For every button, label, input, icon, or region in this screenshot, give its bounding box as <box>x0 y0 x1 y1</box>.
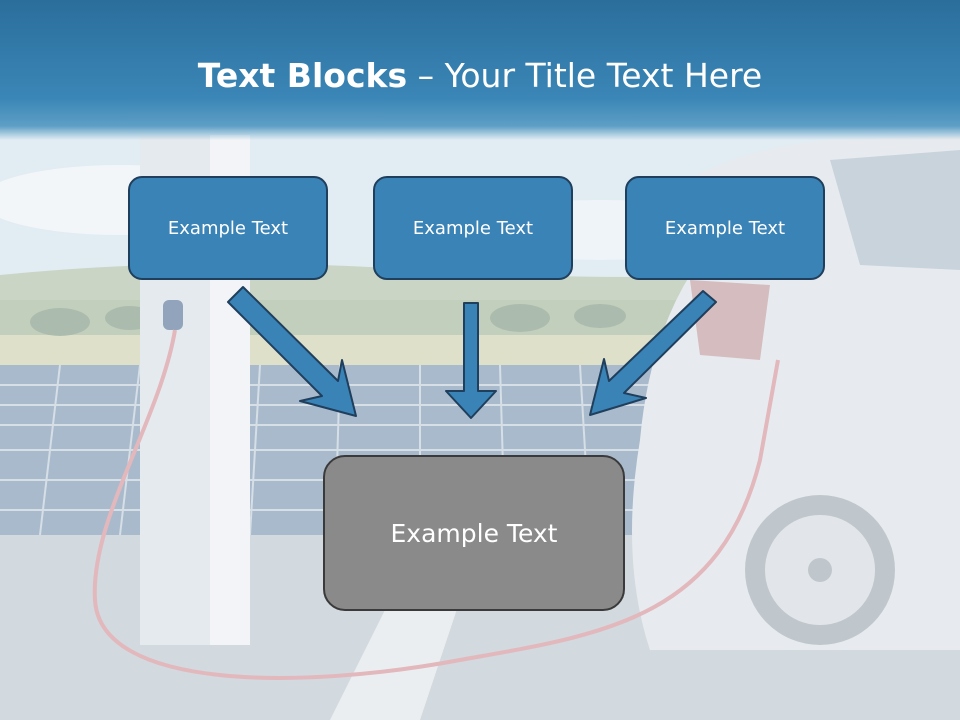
title-band <box>0 0 960 140</box>
text-block-center-label: Example Text <box>412 217 534 239</box>
text-block-center[interactable]: Example Text <box>373 176 573 280</box>
title-rest: Your Title Text Here <box>444 56 763 95</box>
text-block-right-label: Example Text <box>664 217 786 239</box>
text-block-bottom-label: Example Text <box>390 518 558 548</box>
text-block-left[interactable]: Example Text <box>128 176 328 280</box>
text-block-left-label: Example Text <box>167 217 289 239</box>
title-dash: – <box>407 56 445 95</box>
slide-title: Text Blocks – Your Title Text Here <box>0 56 960 96</box>
text-block-bottom[interactable]: Example Text <box>323 455 625 611</box>
text-block-right[interactable]: Example Text <box>625 176 825 280</box>
title-bold: Text Blocks <box>197 56 408 95</box>
